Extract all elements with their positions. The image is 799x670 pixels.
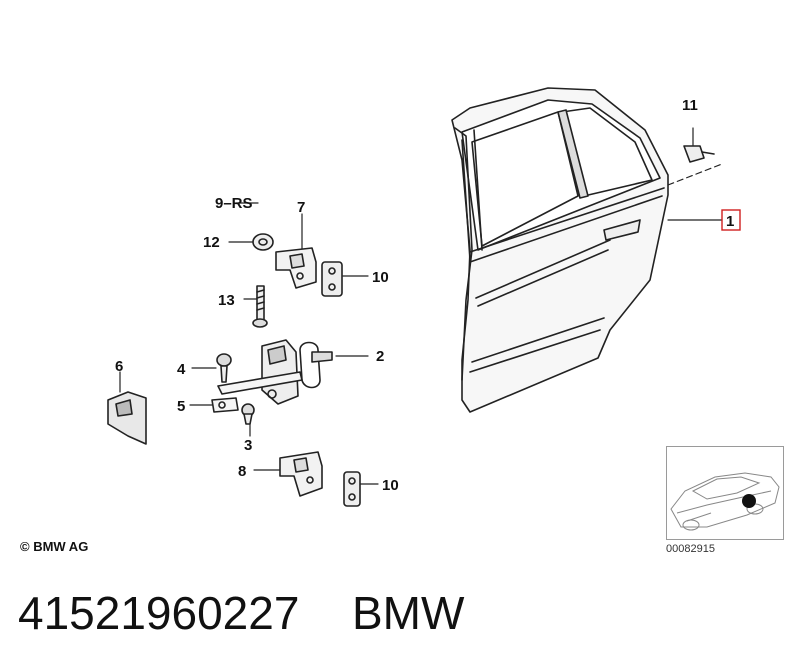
reference-code: 00082915 (666, 543, 715, 555)
callout-8[interactable]: 8 (238, 463, 246, 480)
clip-5 (211, 397, 239, 413)
rear-door (451, 87, 669, 413)
clip-11 (683, 145, 715, 163)
callout-13[interactable]: 13 (218, 292, 235, 309)
vehicle-location-thumbnail (666, 446, 784, 540)
bumper-6 (107, 391, 147, 445)
callout-2[interactable]: 2 (376, 348, 384, 365)
callout-4[interactable]: 4 (177, 361, 186, 378)
callout-11[interactable]: 11 (682, 97, 698, 114)
pin-3 (241, 403, 255, 425)
plate-upper-10 (321, 261, 343, 297)
callout-3[interactable]: 3 (244, 437, 252, 454)
callout-10-upper[interactable]: 10 (372, 269, 389, 286)
bolt-13 (252, 285, 268, 328)
plate-lower-10 (343, 471, 361, 507)
copyright-label: © BMW AG (20, 539, 89, 554)
part-number: 41521960227 (18, 587, 300, 639)
callout-6[interactable]: 6 (115, 358, 123, 375)
nut-12 (252, 233, 274, 251)
hinge-upper-7 (275, 247, 317, 289)
callout-5[interactable]: 5 (177, 398, 185, 415)
callout-1-highlight (721, 209, 741, 231)
brand-name: BMW (352, 587, 465, 639)
door-check-2 (217, 339, 333, 405)
callout-9-rs[interactable]: 9–RS (215, 195, 253, 212)
callout-10-lower[interactable]: 10 (382, 477, 399, 494)
hinge-lower-8 (279, 451, 323, 497)
parts-diagram: 1 2 3 4 5 6 7 8 9–RS 10 10 11 12 13 (107, 87, 741, 507)
callout-12[interactable]: 12 (203, 234, 220, 251)
callout-1[interactable]: 1 (726, 213, 734, 230)
screw-4 (216, 353, 232, 383)
location-marker-icon (742, 494, 756, 508)
callout-7[interactable]: 7 (297, 199, 305, 216)
